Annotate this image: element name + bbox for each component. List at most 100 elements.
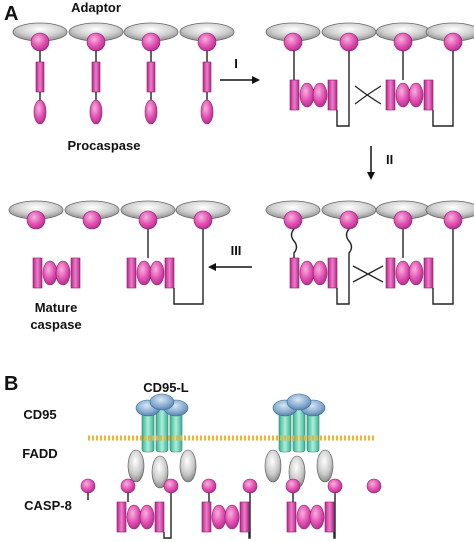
fadd-adaptor [316,449,334,483]
casp8-ded [201,478,217,494]
casp8-unit-3 [285,478,343,539]
caspase-dimer [116,501,165,533]
linker [248,493,251,539]
linker [173,229,204,305]
casp8-ded [285,478,301,494]
small-subunit [299,82,315,108]
death-effector-domain [30,32,50,52]
procaspase-label: Procaspase [68,138,141,153]
cd95-label: CD95 [23,407,56,422]
large-subunit [385,79,396,111]
death-effector-domain [283,32,303,52]
large-subunit [126,257,137,289]
panel-b-letter: B [4,373,18,395]
casp8-unit-0 [80,478,96,500]
step-1-arrow [220,76,260,84]
death-effector-domain [141,32,161,52]
small-subunit [149,260,165,286]
adaptor-dimer-step2-3 [375,200,431,230]
mature-caspase-label-line1: Mature [35,300,78,315]
large-subunit [164,257,175,289]
death-effector-domain [197,32,217,52]
large-subunit [286,501,297,533]
caspase-dimer [385,79,434,111]
fadd-adaptor [179,449,197,483]
small-subunit [224,504,240,530]
small-subunit [408,82,424,108]
caspase-dimer [126,257,175,289]
large-subunit [385,257,396,289]
linker [163,493,172,539]
large-subunit [289,257,300,289]
small-subunit [408,260,424,286]
large-subunit [239,501,250,533]
cleavage-mark [352,265,384,283]
procaspase-prodomain [35,61,45,93]
step-3-label: III [231,243,242,258]
procaspase-prodomain [146,61,156,93]
caspase-dimer [201,501,250,533]
linker [333,493,336,539]
linker [432,51,454,127]
adaptor-procaspase-3 [123,22,179,125]
panel-a-letter: A [4,3,18,25]
casp8-unit-4 [366,478,382,494]
large-subunit [327,79,338,111]
diagram-shapes [8,22,474,539]
death-effector-domain [82,210,102,230]
large-subunit [154,501,165,533]
adaptor-label: Adaptor [71,0,121,15]
adaptor-step3-1 [8,200,64,230]
death-effector-domain [393,32,413,52]
death-effector-domain [138,210,158,230]
adaptor-dimer-step1-2 [321,22,377,52]
step-1-label: I [234,56,238,71]
caspase-dimers-step1 [289,51,454,127]
receptor-complex-right [264,393,334,489]
adaptor-step3-3 [120,200,176,230]
small-subunit [211,504,227,530]
large-subunit [70,257,81,289]
casp8-label: CASP-8 [24,498,72,513]
step-3-arrow [208,263,252,271]
linker [336,51,350,127]
large-subunit [324,501,335,533]
caspase-dimer [385,257,434,289]
death-effector-domain [193,210,213,230]
small-subunit [126,504,142,530]
cd95-receptor [155,407,169,453]
caspase-dimer [32,257,81,289]
adaptor-step3-4 [175,200,231,230]
adaptor-dimer-step1-3 [375,22,431,52]
death-effector-domain [26,210,46,230]
small-subunit [55,260,71,286]
linker [290,228,298,258]
casp8-ded [366,478,382,494]
cd95l-ligand [149,393,175,411]
large-subunit [423,79,434,111]
small-subunit [309,504,325,530]
step-2-arrow [367,146,375,180]
step-2-label: II [386,152,393,167]
casp8-ded [80,478,96,494]
fadd-label: FADD [22,446,57,461]
procaspase-catalytic [89,99,103,125]
adaptor-dimer-step1-1 [265,22,321,52]
mature-caspase-label-line2: caspase [30,317,81,332]
death-effector-domain [443,32,463,52]
small-subunit [312,260,328,286]
adaptor-procaspase-4 [179,22,235,125]
small-subunit [299,260,315,286]
receptor-complex-left [127,393,197,489]
large-subunit [423,257,434,289]
large-subunit [201,501,212,533]
cleavage-mark [354,85,382,105]
adaptor-dimer-step2-4 [425,200,474,230]
large-subunit [116,501,127,533]
small-subunit [42,260,58,286]
fadd-adaptor [151,455,169,489]
casp8-row [80,478,382,539]
large-subunit [327,257,338,289]
small-subunit [139,504,155,530]
adaptor-procaspase-1 [12,22,68,125]
